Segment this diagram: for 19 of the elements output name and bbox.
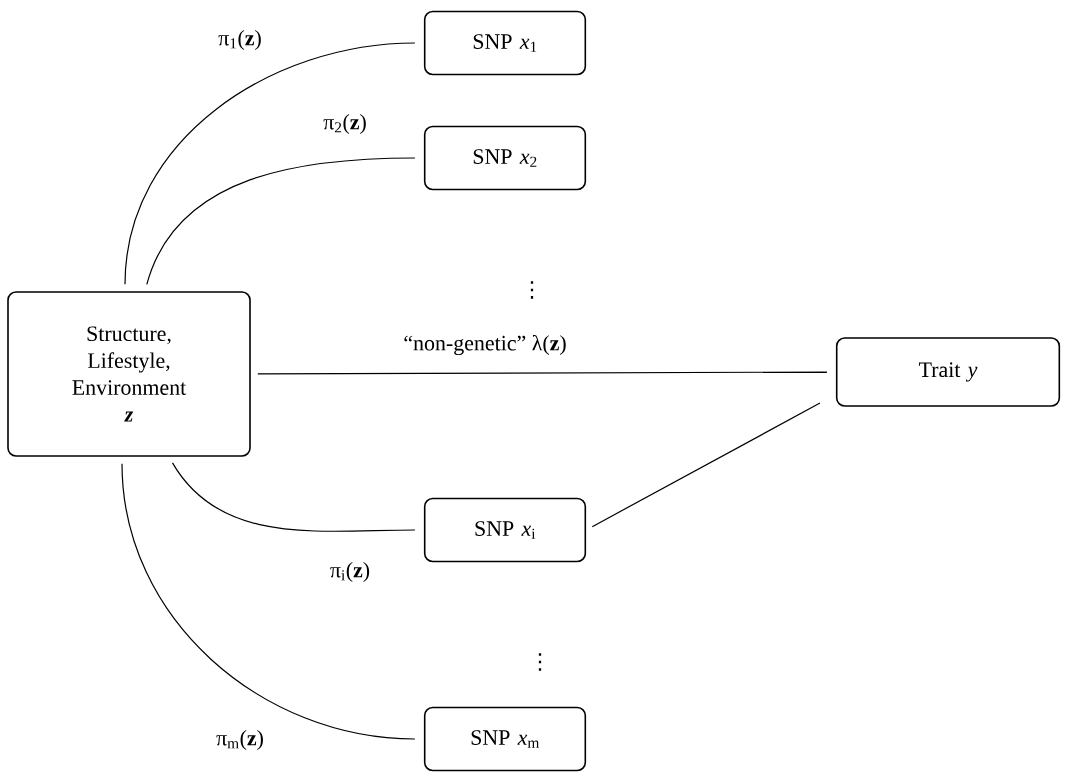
ellipsis-dots: ⋮ bbox=[538, 653, 542, 671]
edge-label: π$_{2}$(z) bbox=[322, 113, 368, 135]
connector bbox=[257, 371, 828, 375]
edge-label: “non-genetic” λ(z) bbox=[402, 333, 568, 357]
process-box: Structure, Lifestyle, Environment z bbox=[7, 291, 251, 457]
connector bbox=[171, 462, 416, 532]
process-box: SNP x$_{m}$ bbox=[423, 706, 587, 772]
process-box: SNP x$_{1}$ bbox=[423, 10, 587, 76]
edge-label: π$_{i}$(z) bbox=[328, 561, 372, 583]
edge-label: π$_{1}$(z) bbox=[217, 29, 263, 51]
process-box: SNP x$_{i}$ bbox=[423, 497, 587, 563]
edge-label: π$_{m}$(z) bbox=[215, 729, 265, 751]
ellipsis-dots: ⋮ bbox=[530, 281, 534, 299]
connector bbox=[146, 157, 416, 286]
process-box: SNP x$_{2}$ bbox=[423, 125, 587, 191]
connector bbox=[121, 463, 416, 740]
connector bbox=[591, 402, 821, 528]
connector bbox=[124, 42, 416, 285]
process-box: Trait y bbox=[835, 337, 1061, 407]
